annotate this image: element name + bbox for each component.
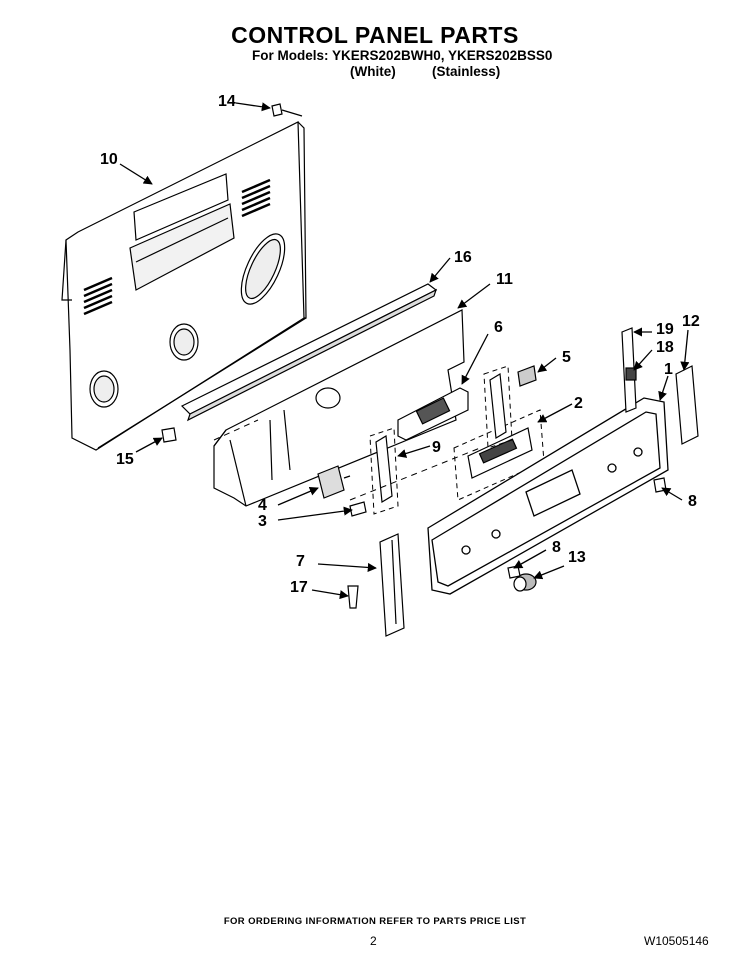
variant-stainless-label: (Stainless) [432,64,501,79]
screw-3 [349,501,367,517]
callout-11: 11 [496,271,513,288]
page-number: 2 [370,934,377,948]
callout-16: 16 [454,249,472,266]
switch-4 [317,465,351,499]
rail-bracket-16 [180,283,438,422]
dashed-group-9 [369,365,513,515]
display-board-2 [467,427,533,479]
screw-15 [161,427,177,443]
callout-9: 9 [432,439,441,456]
callout-19: 19 [656,321,674,338]
callout-4: 4 [258,497,267,514]
callout-18: 18 [656,339,674,356]
document-number: W10505146 [644,934,709,948]
callout-5: 5 [562,349,571,366]
screw-14 [271,103,303,117]
clip-5 [517,365,537,387]
callout-leaders [119,102,690,600]
knob-13 [513,573,537,592]
variant-white-label: (White) [350,64,396,79]
side-bracket-9 [375,373,507,504]
callout-2: 2 [574,395,583,412]
callout-17: 17 [290,579,308,596]
callout-8-lower: 8 [552,539,561,556]
models-line: For Models: YKERS202BWH0, YKERS202BSS0 [252,48,553,63]
page-title: CONTROL PANEL PARTS [231,22,519,48]
control-panel-1 [427,397,669,595]
switch-wires-19-18 [621,327,637,413]
clip-17 [347,585,359,609]
callout-8-right: 8 [688,493,697,510]
callout-3: 3 [258,513,267,530]
callout-10: 10 [100,151,118,168]
control-housing-11 [213,309,465,507]
callout-6: 6 [494,319,503,336]
callout-7: 7 [296,553,305,570]
callout-1: 1 [664,361,673,378]
callout-12: 12 [682,313,700,330]
side-bracket-7 [379,533,405,637]
ordering-note: FOR ORDERING INFORMATION REFER TO PARTS … [223,916,527,927]
end-bracket-12 [675,365,699,445]
electronic-control-6 [397,387,469,441]
rear-panel-cover [61,121,307,451]
callout-13: 13 [568,549,586,566]
callout-14: 14 [218,93,236,110]
callout-15: 15 [116,451,134,468]
